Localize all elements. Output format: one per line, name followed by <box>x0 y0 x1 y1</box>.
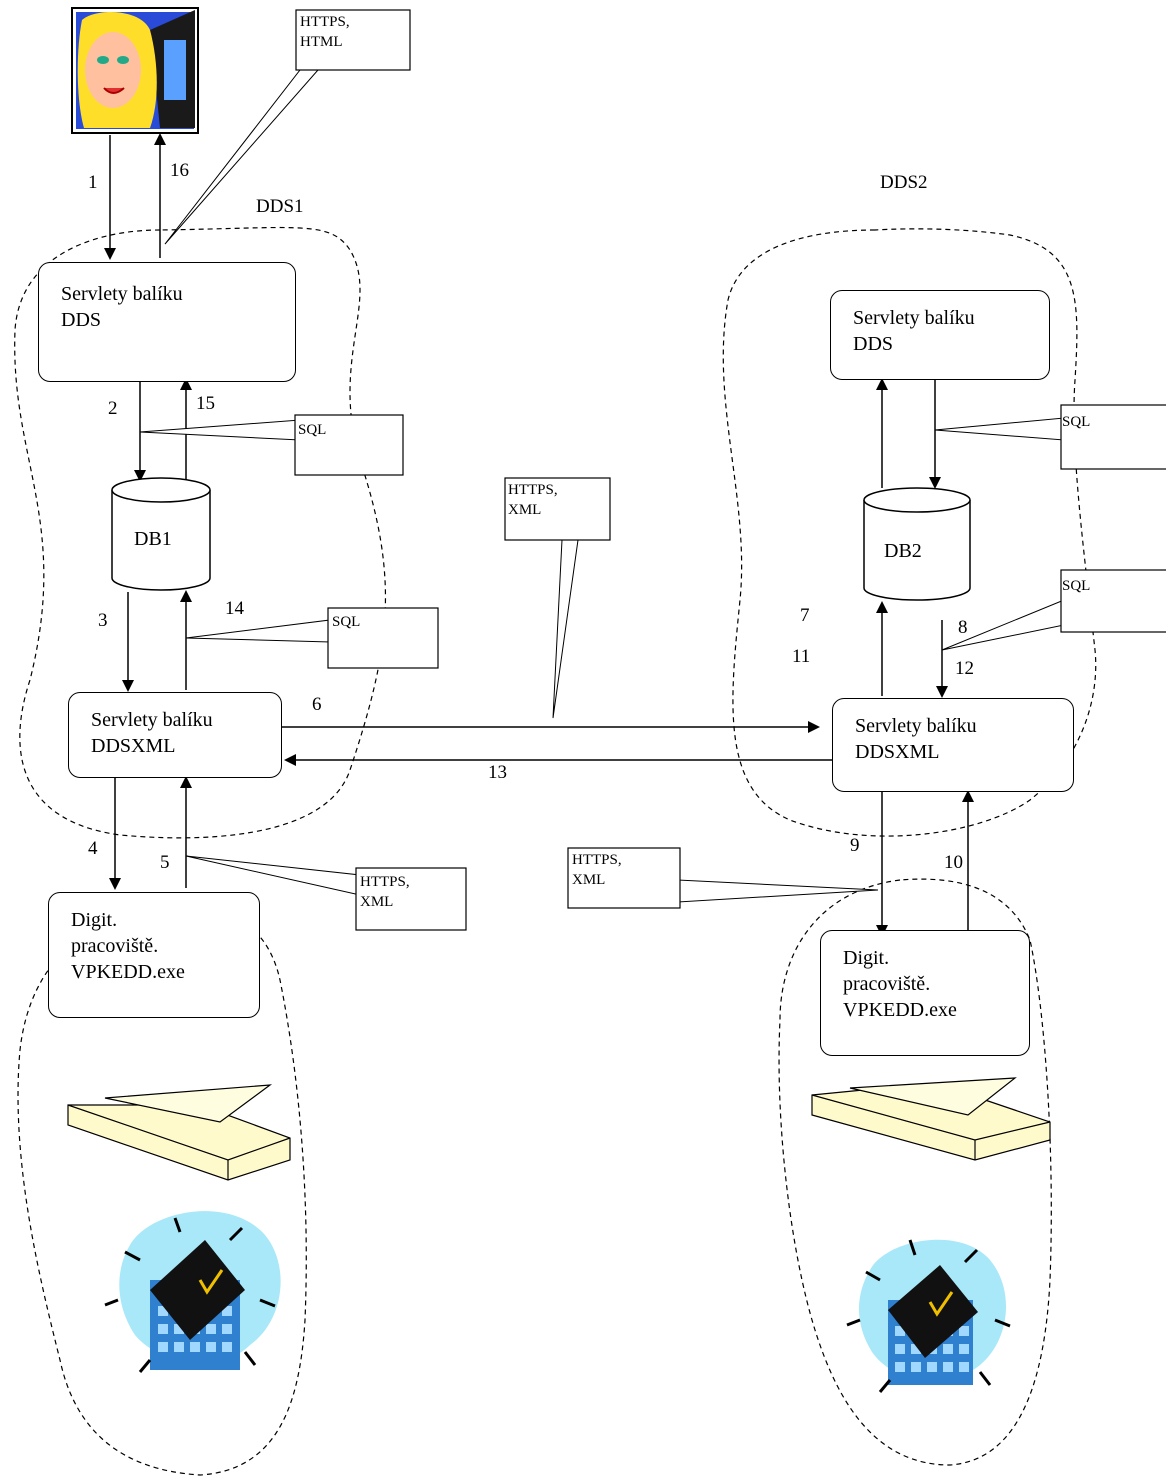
step-9: 9 <box>850 835 860 856</box>
step-15: 15 <box>196 393 215 414</box>
right-workstation-line2: pracoviště. <box>843 973 931 995</box>
right-servlet-dds-box: Servlety balíku DDS <box>830 290 1050 380</box>
db1-label: DB1 <box>134 528 172 550</box>
step-6: 6 <box>312 694 322 715</box>
dds2-region <box>722 228 1097 837</box>
left-servlet-dds-line2: DDS <box>61 309 102 331</box>
db1-icon <box>111 477 211 591</box>
step-8: 8 <box>958 617 968 638</box>
step-3: 3 <box>98 610 108 631</box>
right-workstation-line3: VPKEDD.exe <box>843 999 957 1021</box>
user-protocol-line1: HTTPS, <box>300 14 350 30</box>
right-sql-callout-2: SQL <box>1062 578 1091 594</box>
right-servlet-dds-line1: Servlety balíku <box>853 307 975 329</box>
left-servlet-dds-line1: Servlety balíku <box>61 283 183 305</box>
scanner-icon <box>67 1084 291 1181</box>
left-workstation-line2: pracoviště. <box>71 935 159 957</box>
left-servlet-dds-box: Servlety balíku DDS <box>38 262 296 382</box>
step-2: 2 <box>108 398 118 419</box>
middle-xml-callout: HTTPS, XML <box>508 480 558 521</box>
right-servlet-ddsxml-line2: DDSXML <box>855 741 940 763</box>
dds1-region <box>14 226 387 839</box>
left-sql-callout-1: SQL <box>298 422 327 438</box>
left-servlet-ddsxml-box: Servlety balíku DDSXML <box>68 692 282 778</box>
right-workstation-box: Digit. pracoviště. VPKEDD.exe <box>820 930 1030 1056</box>
left-servlet-ddsxml-line2: DDSXML <box>91 735 176 757</box>
right-servlet-ddsxml-box: Servlety balíku DDSXML <box>832 698 1074 792</box>
step-4: 4 <box>88 838 98 859</box>
left-sql-callout-2: SQL <box>332 614 361 630</box>
right-xml-line1: HTTPS, <box>572 852 622 868</box>
right-xml-line2: XML <box>572 872 606 889</box>
left-servlet-ddsxml-line1: Servlety balíku <box>91 709 213 731</box>
left-xml-callout: HTTPS, XML <box>360 872 410 913</box>
left-xml-line1: HTTPS, <box>360 874 410 890</box>
step-5: 5 <box>160 852 170 873</box>
step-10: 10 <box>944 852 963 873</box>
step-14: 14 <box>225 598 244 619</box>
left-xml-line2: XML <box>360 894 394 911</box>
dds1-label: DDS1 <box>256 196 304 217</box>
right-servlet-dds-line2: DDS <box>853 333 894 355</box>
step-7: 7 <box>800 605 810 626</box>
workstation-right-region <box>778 878 1052 1466</box>
step-11: 11 <box>792 646 811 667</box>
user-protocol-line2: HTML <box>300 34 343 51</box>
user-protocol-callout: HTTPS, HTML <box>300 12 350 53</box>
middle-xml-line1: HTTPS, <box>508 482 558 498</box>
building-document-icon <box>846 1239 1011 1393</box>
right-sql-callout-1: SQL <box>1062 414 1091 430</box>
left-workstation-line1: Digit. <box>71 909 118 931</box>
right-servlet-ddsxml-line1: Servlety balíku <box>855 715 977 737</box>
workstation-left-region <box>17 904 307 1476</box>
step-1: 1 <box>88 172 98 193</box>
left-workstation-line3: VPKEDD.exe <box>71 961 185 983</box>
right-workstation-line1: Digit. <box>843 947 890 969</box>
db2-label: DB2 <box>884 540 922 562</box>
dds2-label: DDS2 <box>880 172 928 193</box>
left-workstation-box: Digit. pracoviště. VPKEDD.exe <box>48 892 260 1018</box>
step-13: 13 <box>488 762 507 783</box>
scanner-icon <box>811 1077 1051 1161</box>
right-xml-callout: HTTPS, XML <box>572 850 622 891</box>
step-12: 12 <box>955 658 974 679</box>
middle-xml-line2: XML <box>508 502 542 519</box>
user-at-computer-icon <box>71 7 199 134</box>
db2-icon <box>863 487 971 601</box>
building-document-icon <box>104 1211 281 1373</box>
step-16: 16 <box>170 160 189 181</box>
